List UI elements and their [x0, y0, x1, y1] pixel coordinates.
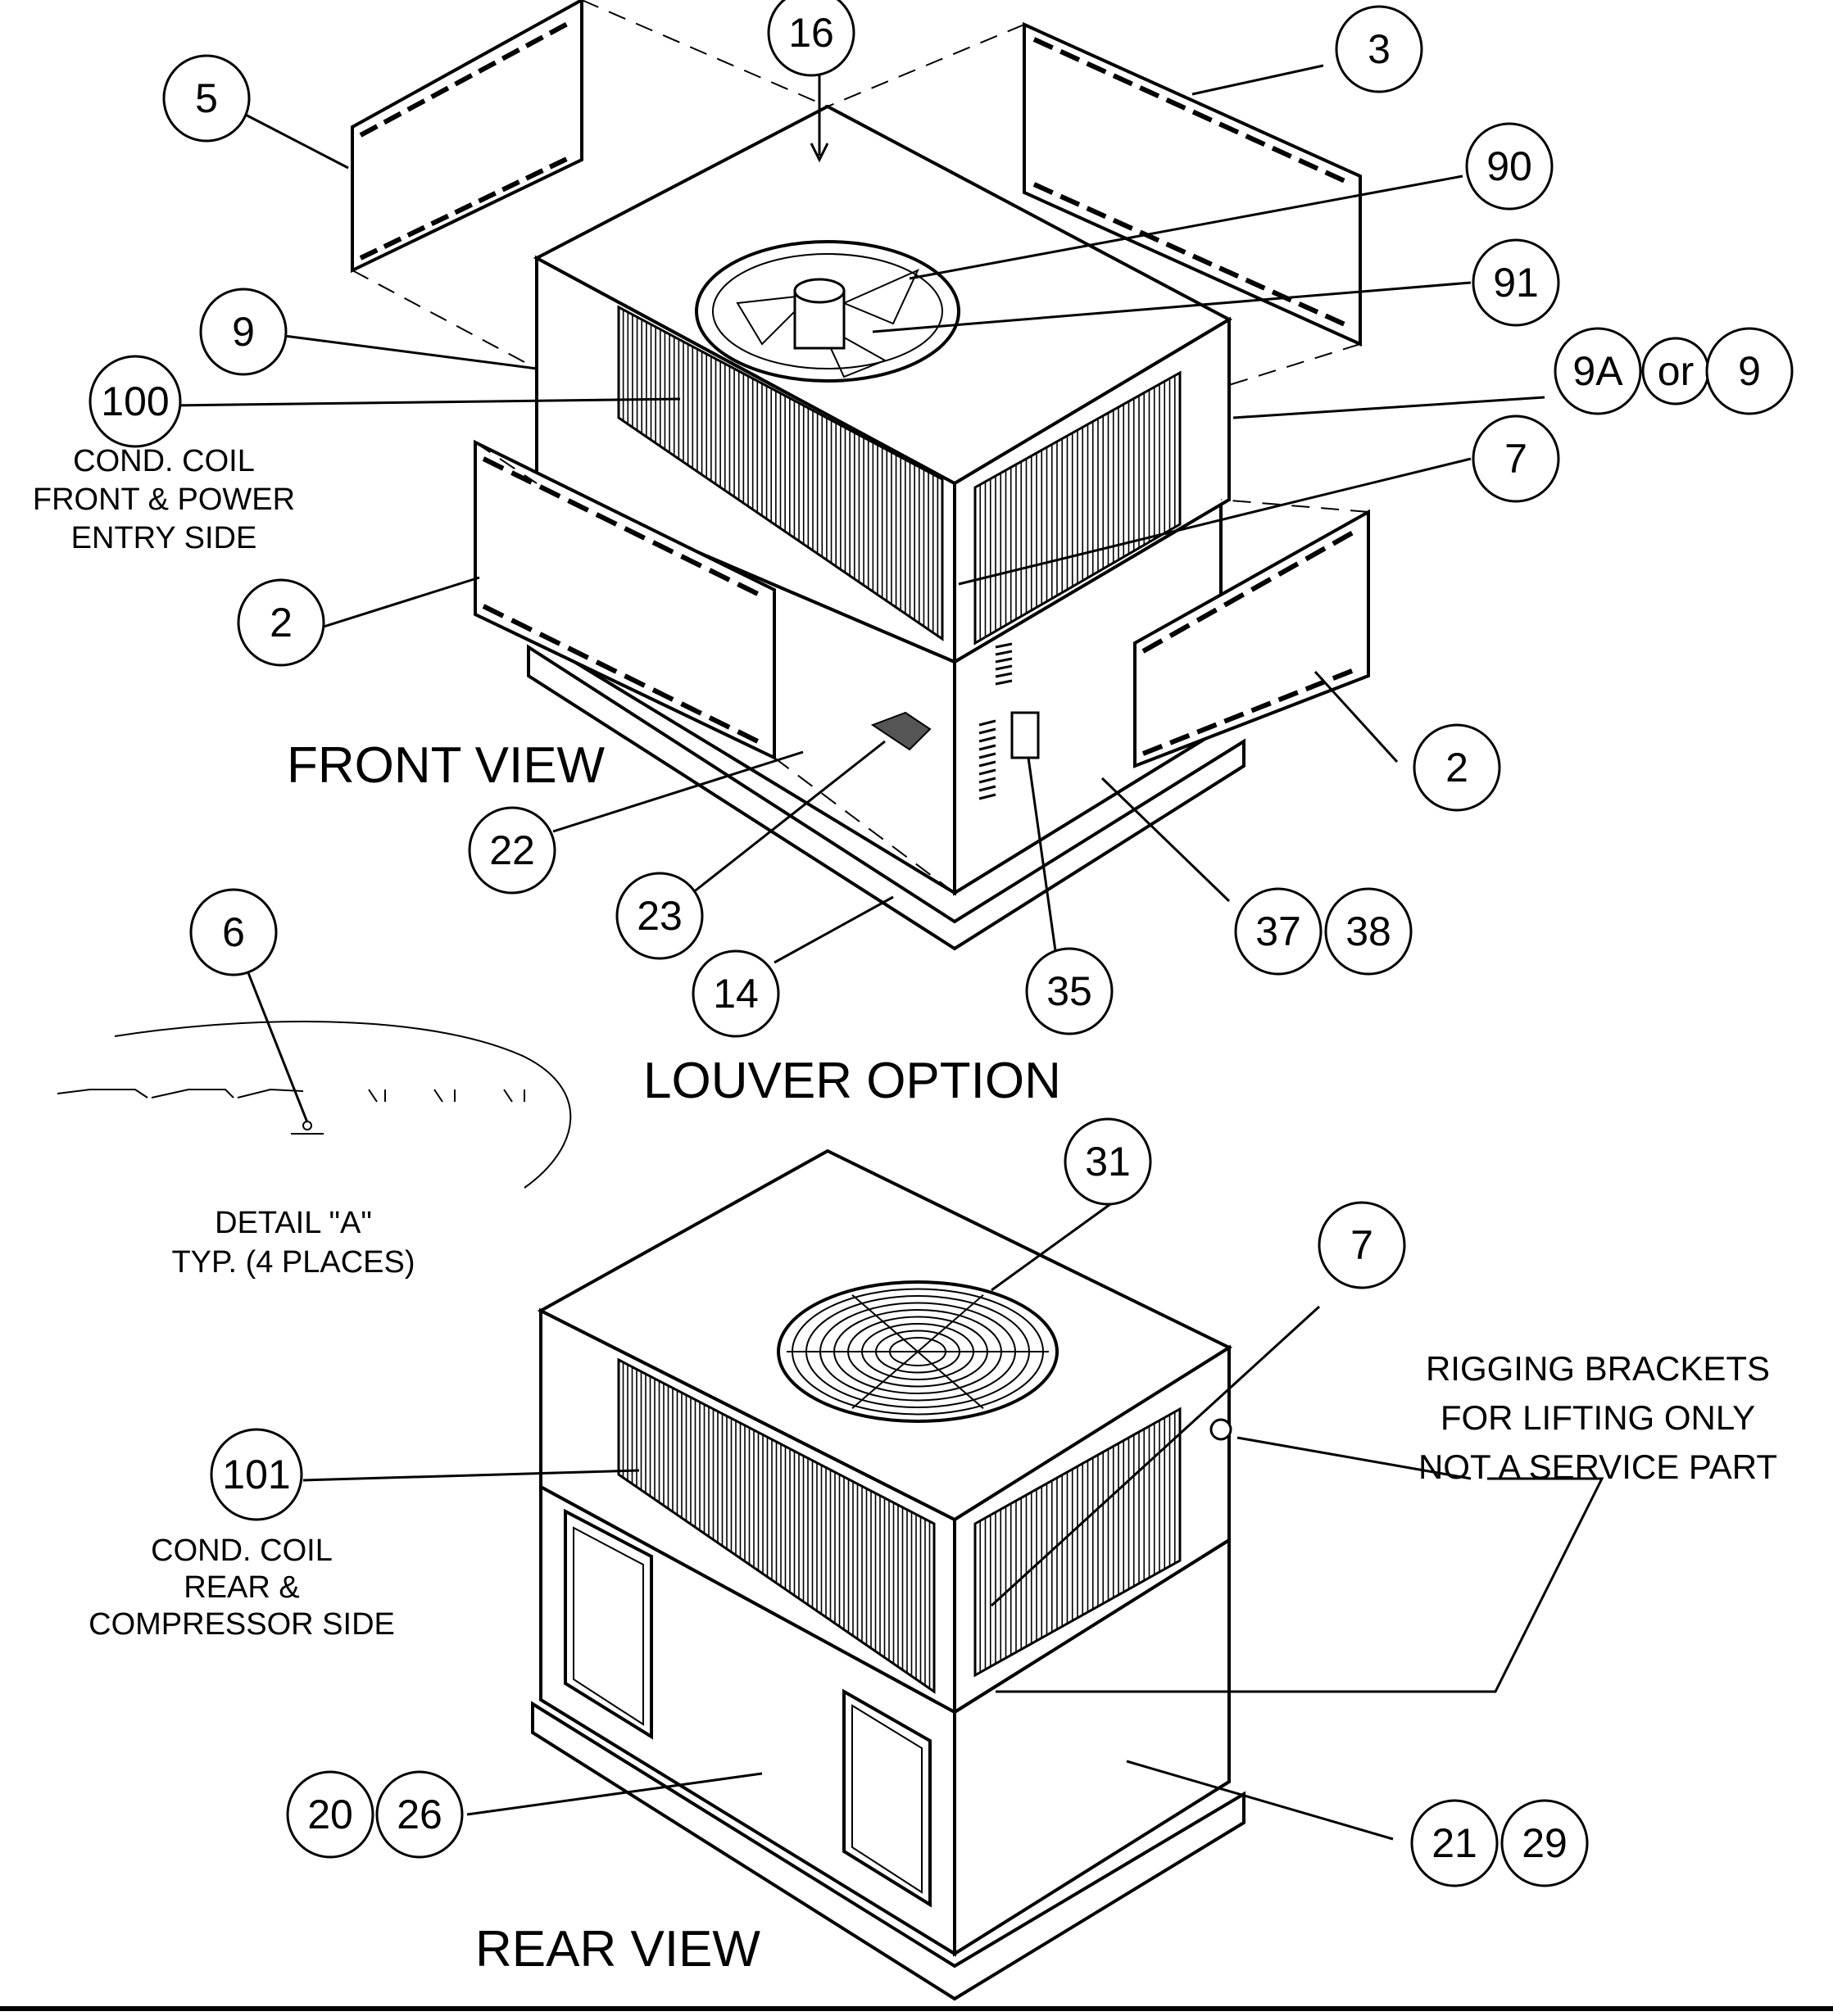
front-base-rail — [527, 644, 1245, 951]
callout-90: 90 — [1465, 122, 1554, 211]
svg-text:21: 21 — [1431, 1820, 1477, 1866]
svg-text:31: 31 — [1085, 1139, 1131, 1185]
cond-coil-rear-label: COND. COIL REAR & COMPRESSOR SIDE — [88, 1534, 395, 1642]
svg-text:FRONT & POWER: FRONT & POWER — [33, 482, 295, 517]
rigging-brackets-label: RIGGING BRACKETS FOR LIFTING ONLY NOT A … — [1418, 1349, 1777, 1486]
svg-text:5: 5 — [195, 75, 218, 121]
rear-coil-grille-left — [617, 1357, 936, 1694]
svg-text:35: 35 — [1046, 968, 1092, 1014]
svg-text:9: 9 — [1738, 348, 1761, 394]
callout-20: 20 — [286, 1770, 374, 1859]
front-disconnect-box — [1010, 711, 1040, 759]
rigging-bracket — [1209, 1418, 1232, 1441]
front-hatched-part — [870, 711, 932, 751]
leader-lines — [171, 64, 1604, 1841]
front-coil-grille-right — [973, 370, 1182, 646]
svg-text:2: 2 — [1445, 745, 1468, 791]
svg-text:COMPRESSOR SIDE: COMPRESSOR SIDE — [88, 1607, 395, 1642]
svg-text:or: or — [1658, 348, 1694, 394]
svg-text:DETAIL "A": DETAIL "A" — [215, 1206, 372, 1240]
callout-37: 37 — [1234, 887, 1323, 976]
svg-text:20: 20 — [307, 1792, 353, 1837]
louver-slots — [359, 22, 1354, 756]
callout-14: 14 — [692, 949, 780, 1038]
callout-21: 21 — [1410, 1799, 1499, 1887]
svg-text:29: 29 — [1522, 1820, 1568, 1866]
rear-base-rail — [531, 1701, 1245, 2001]
explode-guides — [352, 0, 1369, 894]
callout-100: 100 — [88, 355, 182, 448]
callout-23: 23 — [615, 872, 704, 960]
callout-9a: 9A — [1554, 327, 1642, 415]
callout-35: 35 — [1025, 947, 1114, 1035]
callout-101: 101 — [210, 1428, 303, 1521]
callout-38: 38 — [1324, 887, 1413, 976]
callout-5: 5 — [162, 54, 251, 143]
front-view-title: FRONT VIEW — [287, 737, 606, 794]
detail-a-label: DETAIL "A" TYP. (4 PLACES) — [171, 1206, 415, 1280]
callout-29: 29 — [1500, 1799, 1589, 1887]
callout-9: 9 — [199, 288, 288, 376]
detail-a-outline — [114, 1021, 572, 1189]
svg-text:100: 100 — [101, 378, 169, 424]
front-coil-grille-left — [617, 305, 944, 641]
rear-unit — [531, 1148, 1245, 2001]
detail-a — [57, 1021, 572, 1189]
rear-fan-guard-icon — [777, 1280, 1059, 1423]
callout-6: 6 — [189, 888, 278, 976]
callout-3: 3 — [1335, 5, 1423, 93]
svg-text:22: 22 — [489, 827, 535, 873]
callout-7-front: 7 — [1472, 415, 1560, 503]
callout-22: 22 — [468, 806, 556, 895]
callout-or: or — [1641, 337, 1710, 405]
callout-31: 31 — [1064, 1117, 1152, 1206]
svg-text:COND. COIL: COND. COIL — [73, 444, 255, 478]
svg-text:101: 101 — [222, 1452, 290, 1497]
svg-text:ENTRY SIDE: ENTRY SIDE — [71, 521, 257, 555]
svg-text:7: 7 — [1350, 1222, 1373, 1268]
louver-panel-2-right — [1133, 509, 1370, 768]
svg-text:2: 2 — [270, 600, 293, 646]
callout-91: 91 — [1472, 238, 1560, 327]
svg-text:6: 6 — [222, 909, 245, 955]
rear-service-opening — [842, 1688, 932, 1908]
rear-view-title: REAR VIEW — [475, 1921, 760, 1977]
rear-return-opening — [564, 1508, 653, 1740]
svg-text:14: 14 — [713, 971, 759, 1017]
louver-option-title: LOUVER OPTION — [643, 1053, 1061, 1109]
svg-text:NOT A SERVICE PART: NOT A SERVICE PART — [1418, 1447, 1777, 1486]
svg-text:FOR LIFTING ONLY: FOR LIFTING ONLY — [1441, 1398, 1755, 1437]
svg-text:9A: 9A — [1572, 348, 1623, 394]
detail-a-rail — [57, 1088, 525, 1103]
svg-text:26: 26 — [397, 1792, 442, 1837]
front-corner-vents — [978, 642, 1013, 800]
svg-text:90: 90 — [1486, 143, 1532, 189]
louver-panel-5 — [351, 0, 583, 274]
callout-16: 16 — [767, 0, 855, 77]
svg-text:16: 16 — [788, 10, 834, 56]
svg-text:RIGGING BRACKETS: RIGGING BRACKETS — [1426, 1349, 1770, 1388]
callout-9b: 9 — [1705, 327, 1794, 415]
svg-text:37: 37 — [1255, 908, 1301, 954]
cond-coil-front-label: COND. COIL FRONT & POWER ENTRY SIDE — [33, 444, 295, 555]
svg-text:COND. COIL: COND. COIL — [151, 1534, 333, 1568]
svg-text:91: 91 — [1493, 260, 1539, 306]
front-unit — [351, 0, 1370, 951]
callout-7-rear: 7 — [1318, 1201, 1406, 1289]
front-fan-blade-icon — [736, 269, 920, 378]
callout-2-left: 2 — [237, 578, 325, 667]
svg-text:REAR &: REAR & — [184, 1570, 299, 1605]
svg-text:9: 9 — [232, 309, 255, 355]
svg-text:TYP. (4 PLACES): TYP. (4 PLACES) — [171, 1245, 415, 1280]
callout-2-right: 2 — [1413, 723, 1501, 812]
svg-text:38: 38 — [1345, 908, 1391, 954]
callout-26: 26 — [375, 1770, 464, 1859]
svg-text:23: 23 — [637, 893, 683, 939]
svg-text:7: 7 — [1504, 436, 1527, 482]
svg-text:3: 3 — [1368, 26, 1391, 72]
